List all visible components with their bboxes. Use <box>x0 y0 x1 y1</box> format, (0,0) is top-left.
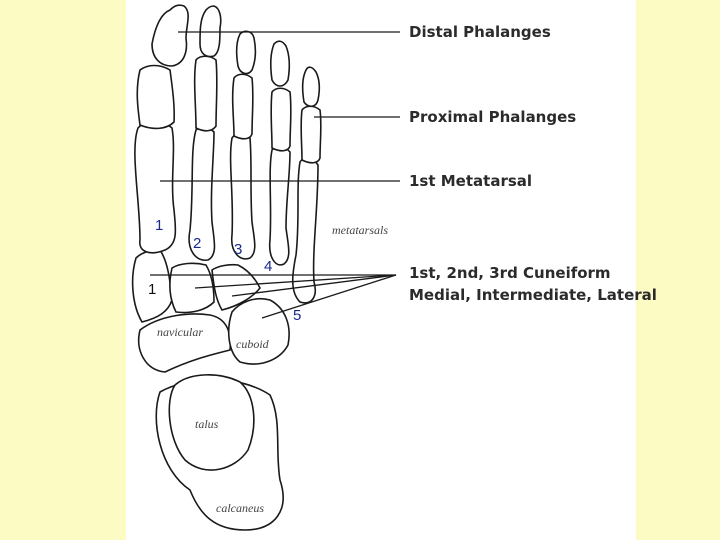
cuneiform-leader-2 <box>194 274 397 289</box>
metatarsal-5-number: 5 <box>293 307 301 324</box>
metatarsal-3-number: 3 <box>234 241 242 258</box>
distal-phalanx-4 <box>269 40 291 87</box>
metatarsal-1-number: 1 <box>155 217 163 234</box>
proximal-phalanx-2 <box>193 55 218 132</box>
metatarsal-4 <box>268 145 291 266</box>
navicular-bone <box>138 313 232 373</box>
distal-phalanx-2 <box>199 5 222 58</box>
metatarsal-4-number: 4 <box>264 258 272 275</box>
cuneiform-label-line2: Medial, Intermediate, Lateral <box>409 286 657 304</box>
proximal-phalanx-1 <box>136 64 175 130</box>
talus-label: talus <box>195 417 219 431</box>
calcaneus-label: calcaneus <box>216 501 264 515</box>
talus-bone <box>168 374 255 471</box>
metatarsal-1 <box>134 120 177 254</box>
cuboid-label: cuboid <box>236 337 270 351</box>
metatarsals-label: metatarsals <box>332 223 388 237</box>
proximal-phalanx-3 <box>231 73 254 140</box>
lateral-cuneiform-bone <box>211 263 261 311</box>
cuneiform-label-line1: 1st, 2nd, 3rd Cuneiform <box>409 264 611 282</box>
distal-phalanges-label: Distal Phalanges <box>409 23 551 41</box>
distal-phalanx-1 <box>151 4 189 67</box>
distal-phalanx-5 <box>301 66 321 108</box>
cuneiform-leader-4 <box>261 274 397 319</box>
metatarsal-5 <box>291 157 319 304</box>
metatarsal-2-number: 2 <box>193 235 201 252</box>
proximal-phalanges-label: Proximal Phalanges <box>409 108 576 126</box>
cuneiform-1-number: 1 <box>148 281 156 298</box>
metatarsal-2 <box>188 126 216 261</box>
first-metatarsal-label: 1st Metatarsal <box>409 172 532 190</box>
proximal-phalanx-5 <box>300 105 322 164</box>
intermediate-cuneiform-bone <box>169 262 215 314</box>
navicular-label: navicular <box>157 325 203 339</box>
proximal-phalanx-4 <box>270 87 292 152</box>
distal-phalanx-3 <box>235 30 257 75</box>
cuboid-bone <box>227 297 290 365</box>
cuneiform-leader-3 <box>231 274 397 297</box>
